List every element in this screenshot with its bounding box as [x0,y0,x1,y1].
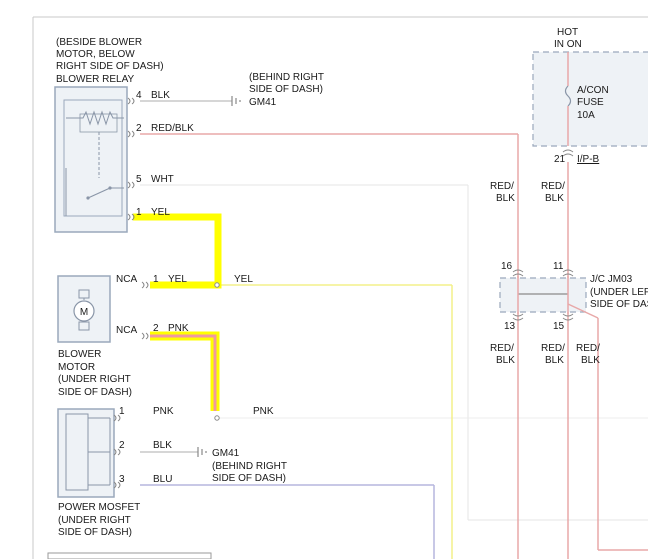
relay-pin-2: 2 [136,123,142,134]
fuse-wire-left-2: BLK [496,193,515,204]
mosfet-label-1: POWER MOSFET [58,502,140,513]
ground-bottom-name: GM41 [212,448,240,459]
pnk-highlight [150,331,220,411]
splice-label-pnk: PNK [253,406,274,417]
relay-connector-marks [127,97,135,221]
red-blk-wires [140,133,648,559]
motor-connector-marks [141,281,149,340]
power-mosfet [57,408,115,498]
motor-wire-pnk: PNK [168,323,189,334]
mosfet-pin-1: 1 [119,406,125,417]
pnk-splice [214,415,220,421]
mosfet-connector-marks [113,414,121,489]
relay-pin-4: 4 [136,90,142,101]
mosfet-label-2: (UNDER RIGHT [58,515,131,526]
relay-wire-red-blk: RED/BLK [151,123,194,134]
junction-connector [499,276,599,319]
mosfet-wire-pnk: PNK [153,406,174,417]
motor-conn-2: NCA [116,325,137,336]
motor-label-1: BLOWER [58,349,101,360]
relay-name: BLOWER RELAY [56,74,134,85]
mosfet-wire-blk: BLK [153,440,172,451]
jc-wire-13-line-2: BLK [496,355,515,366]
jc-wire-right-line-2: BLK [581,355,600,366]
relay-location-line-2: MOTOR, BELOW [56,49,135,60]
motor-label-2: MOTOR [58,362,95,373]
jc-pin-16: 16 [501,261,513,272]
blower-motor [57,275,111,343]
ground-top-location-2: SIDE OF DASH) [249,84,323,95]
ground-symbol-top [231,96,241,106]
jc-location-2: SIDE OF DASH [590,299,648,310]
yel-wire [218,284,453,559]
page-frame [32,16,648,559]
ground-bottom-location-1: (BEHIND RIGHT [212,461,287,472]
relay-location-line-3: RIGHT SIDE OF DASH) [56,61,164,72]
mosfet-pin-2: 2 [119,440,125,451]
motor-wire-yel: YEL [168,274,187,285]
jc-wire-right-line-1: RED/ [576,343,600,354]
jc-name: J/C JM03 [590,274,633,285]
motor-label-3: (UNDER RIGHT [58,374,131,385]
relay-pin-5: 5 [136,174,142,185]
ground-wires [140,100,232,453]
ground-top-name: GM41 [249,97,277,108]
jc-wire-13-line-1: RED/ [490,343,514,354]
fuse-word: FUSE [577,97,604,108]
jc-pin-13: 13 [504,321,516,332]
fuse-rating: 10A [577,110,595,121]
fuse-wire-right-2: BLK [545,193,564,204]
mosfet-pin-3: 3 [119,474,125,485]
fuse-name: A/CON [577,85,609,96]
motor-symbol: M [80,307,88,318]
relay-wire-yel: YEL [151,207,170,218]
relay-location-line-1: (BESIDE BLOWER [56,37,142,48]
jc-pin-11: 11 [553,261,564,272]
blu-wire [140,484,435,559]
fuse-wire-left-1: RED/ [490,181,514,192]
jc-location-1: (UNDER LEF [590,287,648,298]
relay-wire-wht: WHT [151,174,174,185]
motor-conn-1: NCA [116,274,137,285]
splice-label-yel: YEL [234,274,253,285]
reference-lines [140,184,648,521]
fuse-pin: 21 [554,154,566,165]
mosfet-label-3: SIDE OF DASH) [58,527,132,538]
fuse-connector: I/P-B [577,154,600,165]
fuse-wire-right-1: RED/ [541,181,565,192]
motor-pin-2: 2 [153,323,159,334]
jc-wire-15-line-1: RED/ [541,343,565,354]
motor-pin-1: 1 [153,274,159,285]
jc-pin-15: 15 [553,321,565,332]
ground-top-location-1: (BEHIND RIGHT [249,72,324,83]
jc-connector-marks [512,269,574,321]
relay-wire-blk: BLK [151,90,170,101]
yel-highlight [133,213,222,289]
relay-pin-1: 1 [136,207,142,218]
blower-relay [54,86,128,233]
hot-label-line-1: HOT [557,27,578,38]
motor-label-4: SIDE OF DASH) [58,387,132,398]
fuse-connector-mark [562,149,574,157]
ground-symbol-bottom [197,447,207,457]
jc-wire-15-line-2: BLK [545,355,564,366]
mosfet-wire-blu: BLU [153,474,172,485]
ground-bottom-location-2: SIDE OF DASH) [212,473,286,484]
yel-splice [214,282,220,288]
fuse-box [532,51,648,147]
hot-label-line-2: IN ON [554,39,582,50]
